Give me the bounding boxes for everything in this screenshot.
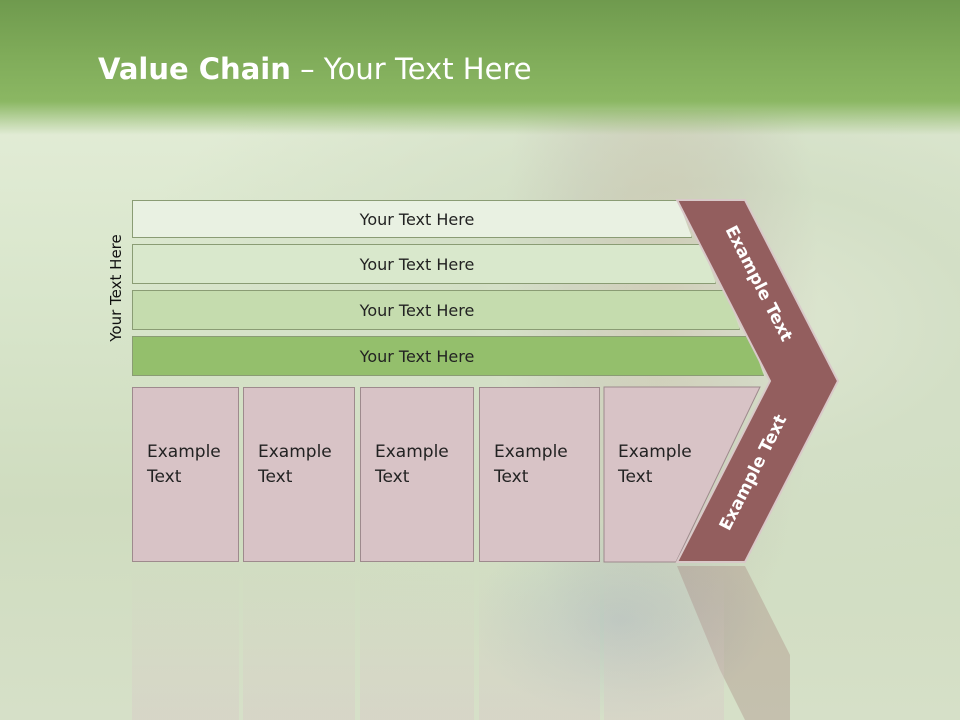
activity-box-5-line1: Example <box>618 442 692 462</box>
box-reflection-1 <box>132 565 239 720</box>
box-reflection-3 <box>360 565 474 720</box>
value-bar-3-label: Your Text Here <box>359 300 475 320</box>
chevron-reflection <box>677 566 790 720</box>
chevron-shape <box>675 199 840 563</box>
value-bar-1-label: Your Text Here <box>359 209 475 229</box>
activity-box-5-line2: Text <box>618 467 653 487</box>
box-reflection-2 <box>243 565 355 720</box>
activity-box-4-line1: Example <box>494 442 568 462</box>
activity-box-1-line2: Text <box>147 467 182 487</box>
value-bar-4-label: Your Text Here <box>359 346 475 366</box>
value-bar-2-label: Your Text Here <box>359 254 475 274</box>
activity-box-3-line2: Text <box>375 467 410 487</box>
title-bold: Value Chain <box>98 52 291 86</box>
slide-title: Value Chain – Your Text Here <box>98 52 532 86</box>
activity-box-3-line1: Example <box>375 442 449 462</box>
value-bar-3: Your Text Here <box>132 290 740 330</box>
value-bar-1: Your Text Here <box>132 200 692 238</box>
header-band <box>0 0 960 135</box>
value-bar-4: Your Text Here <box>132 336 764 376</box>
activity-box-2-line1: Example <box>258 442 332 462</box>
value-bar-2: Your Text Here <box>132 244 716 284</box>
title-rest: – Your Text Here <box>290 52 532 86</box>
activity-box-1-line1: Example <box>147 442 221 462</box>
activity-box-2-line2: Text <box>258 467 293 487</box>
activity-box-4-line2: Text <box>494 467 529 487</box>
box-reflection-4 <box>479 565 600 720</box>
box-reflection-5 <box>604 565 724 720</box>
